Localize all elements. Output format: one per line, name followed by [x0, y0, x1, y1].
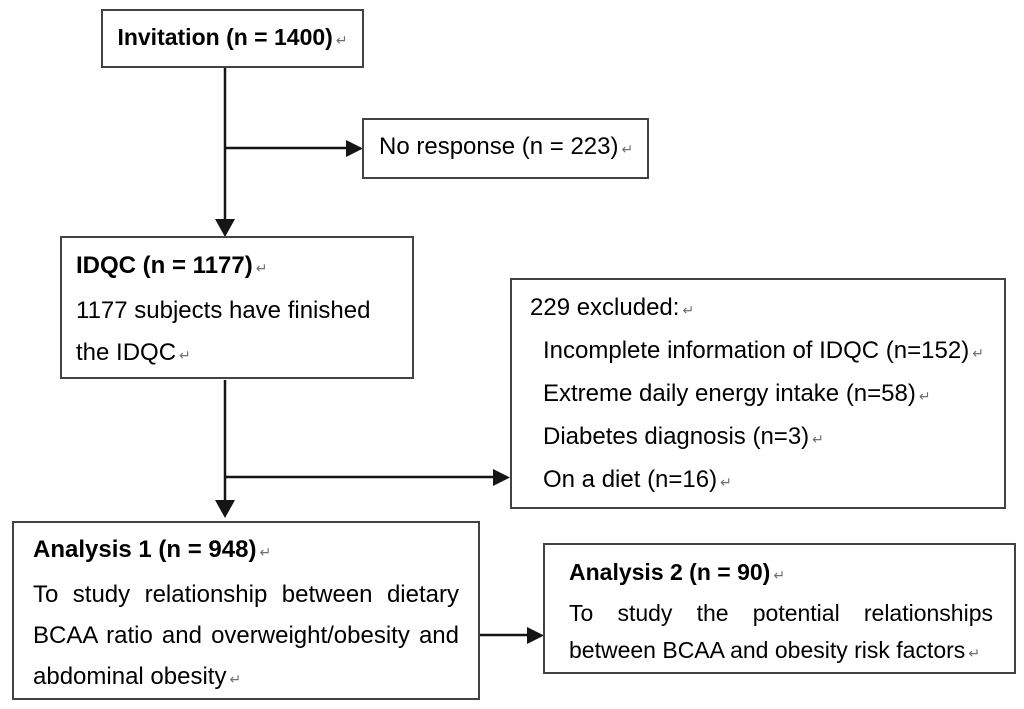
- analysis2-body-line: To study the potential relationships: [569, 600, 993, 626]
- return-mark-icon: ↵: [179, 348, 191, 364]
- return-mark-icon: ↵: [773, 568, 786, 584]
- return-mark-icon: ↵: [255, 261, 268, 277]
- excluded-box: 229 excluded:↵ Incomplete information of…: [510, 278, 1006, 509]
- return-mark-icon: ↵: [259, 545, 272, 561]
- return-mark-icon: ↵: [918, 389, 931, 405]
- idqc-body-text: the IDQC: [76, 339, 177, 366]
- no-response-box: No response (n = 223)↵: [362, 118, 649, 179]
- idqc-title: IDQC (n = 1177)↵: [76, 245, 398, 290]
- analysis2-body-line: between BCAA and obesity risk factors↵: [569, 632, 993, 673]
- excluded-item-text: Diabetes diagnosis (n=3): [543, 423, 810, 450]
- analysis1-title: Analysis 1 (n = 948)↵: [33, 529, 459, 574]
- analysis1-box: Analysis 1 (n = 948)↵ To study relations…: [12, 521, 480, 700]
- excluded-item: Diabetes diagnosis (n=3)↵: [530, 417, 986, 460]
- return-mark-icon: ↵: [720, 475, 732, 491]
- connector-branch-excluded: [225, 469, 510, 486]
- return-mark-icon: ↵: [621, 142, 634, 158]
- connector-branch-no-response: [225, 140, 363, 157]
- excluded-header-text: 229 excluded:: [530, 294, 680, 321]
- excluded-item-text: Incomplete information of IDQC (n=152): [543, 337, 970, 364]
- analysis1-title-text: Analysis 1 (n = 948): [33, 536, 257, 563]
- analysis1-body-line: To study relationship between dietary: [33, 581, 459, 608]
- analysis1-body-text: abdominal obesity: [33, 663, 227, 690]
- excluded-header: 229 excluded:↵: [530, 288, 986, 331]
- idqc-title-text: IDQC (n = 1177): [76, 252, 253, 279]
- return-mark-icon: ↵: [972, 346, 984, 362]
- analysis1-body-line: BCAA ratio and overweight/obesity and: [33, 622, 459, 649]
- idqc-body-line: the IDQC↵: [76, 332, 398, 377]
- return-mark-icon: ↵: [229, 672, 242, 688]
- analysis2-body-text: between BCAA and obesity risk factors: [569, 637, 966, 663]
- connector-invitation-to-idqc: [215, 68, 235, 237]
- return-mark-icon: ↵: [812, 432, 824, 448]
- idqc-box: IDQC (n = 1177)↵ 1177 subjects have fini…: [60, 236, 414, 379]
- analysis2-title: Analysis 2 (n = 90)↵: [569, 554, 993, 595]
- return-mark-icon: ↵: [968, 646, 981, 662]
- excluded-item: Extreme daily energy intake (n=58)↵: [530, 374, 986, 417]
- no-response-text: No response (n = 223): [379, 133, 619, 160]
- invitation-title-text: Invitation (n = 1400): [117, 23, 333, 50]
- analysis2-box: Analysis 2 (n = 90)↵ To study the potent…: [543, 543, 1016, 674]
- invitation-box: Invitation (n = 1400)↵: [101, 9, 364, 68]
- connector-analysis1-to-analysis2: [480, 627, 544, 644]
- return-mark-icon: ↵: [682, 303, 695, 319]
- no-response-label: No response (n = 223)↵: [379, 127, 633, 170]
- excluded-item-text: On a diet (n=16): [543, 466, 718, 493]
- excluded-item: Incomplete information of IDQC (n=152)↵: [530, 331, 986, 374]
- analysis1-body-line: abdominal obesity↵: [33, 656, 459, 701]
- analysis2-title-text: Analysis 2 (n = 90): [569, 559, 771, 585]
- idqc-body-text: 1177 subjects have finished: [76, 297, 371, 324]
- excluded-item: On a diet (n=16)↵: [530, 460, 986, 503]
- excluded-item-text: Extreme daily energy intake (n=58): [543, 380, 916, 407]
- invitation-title: Invitation (n = 1400)↵: [117, 17, 347, 61]
- idqc-body-line: 1177 subjects have finished: [76, 290, 398, 332]
- connector-idqc-to-analysis1: [215, 380, 235, 518]
- return-mark-icon: ↵: [335, 32, 348, 49]
